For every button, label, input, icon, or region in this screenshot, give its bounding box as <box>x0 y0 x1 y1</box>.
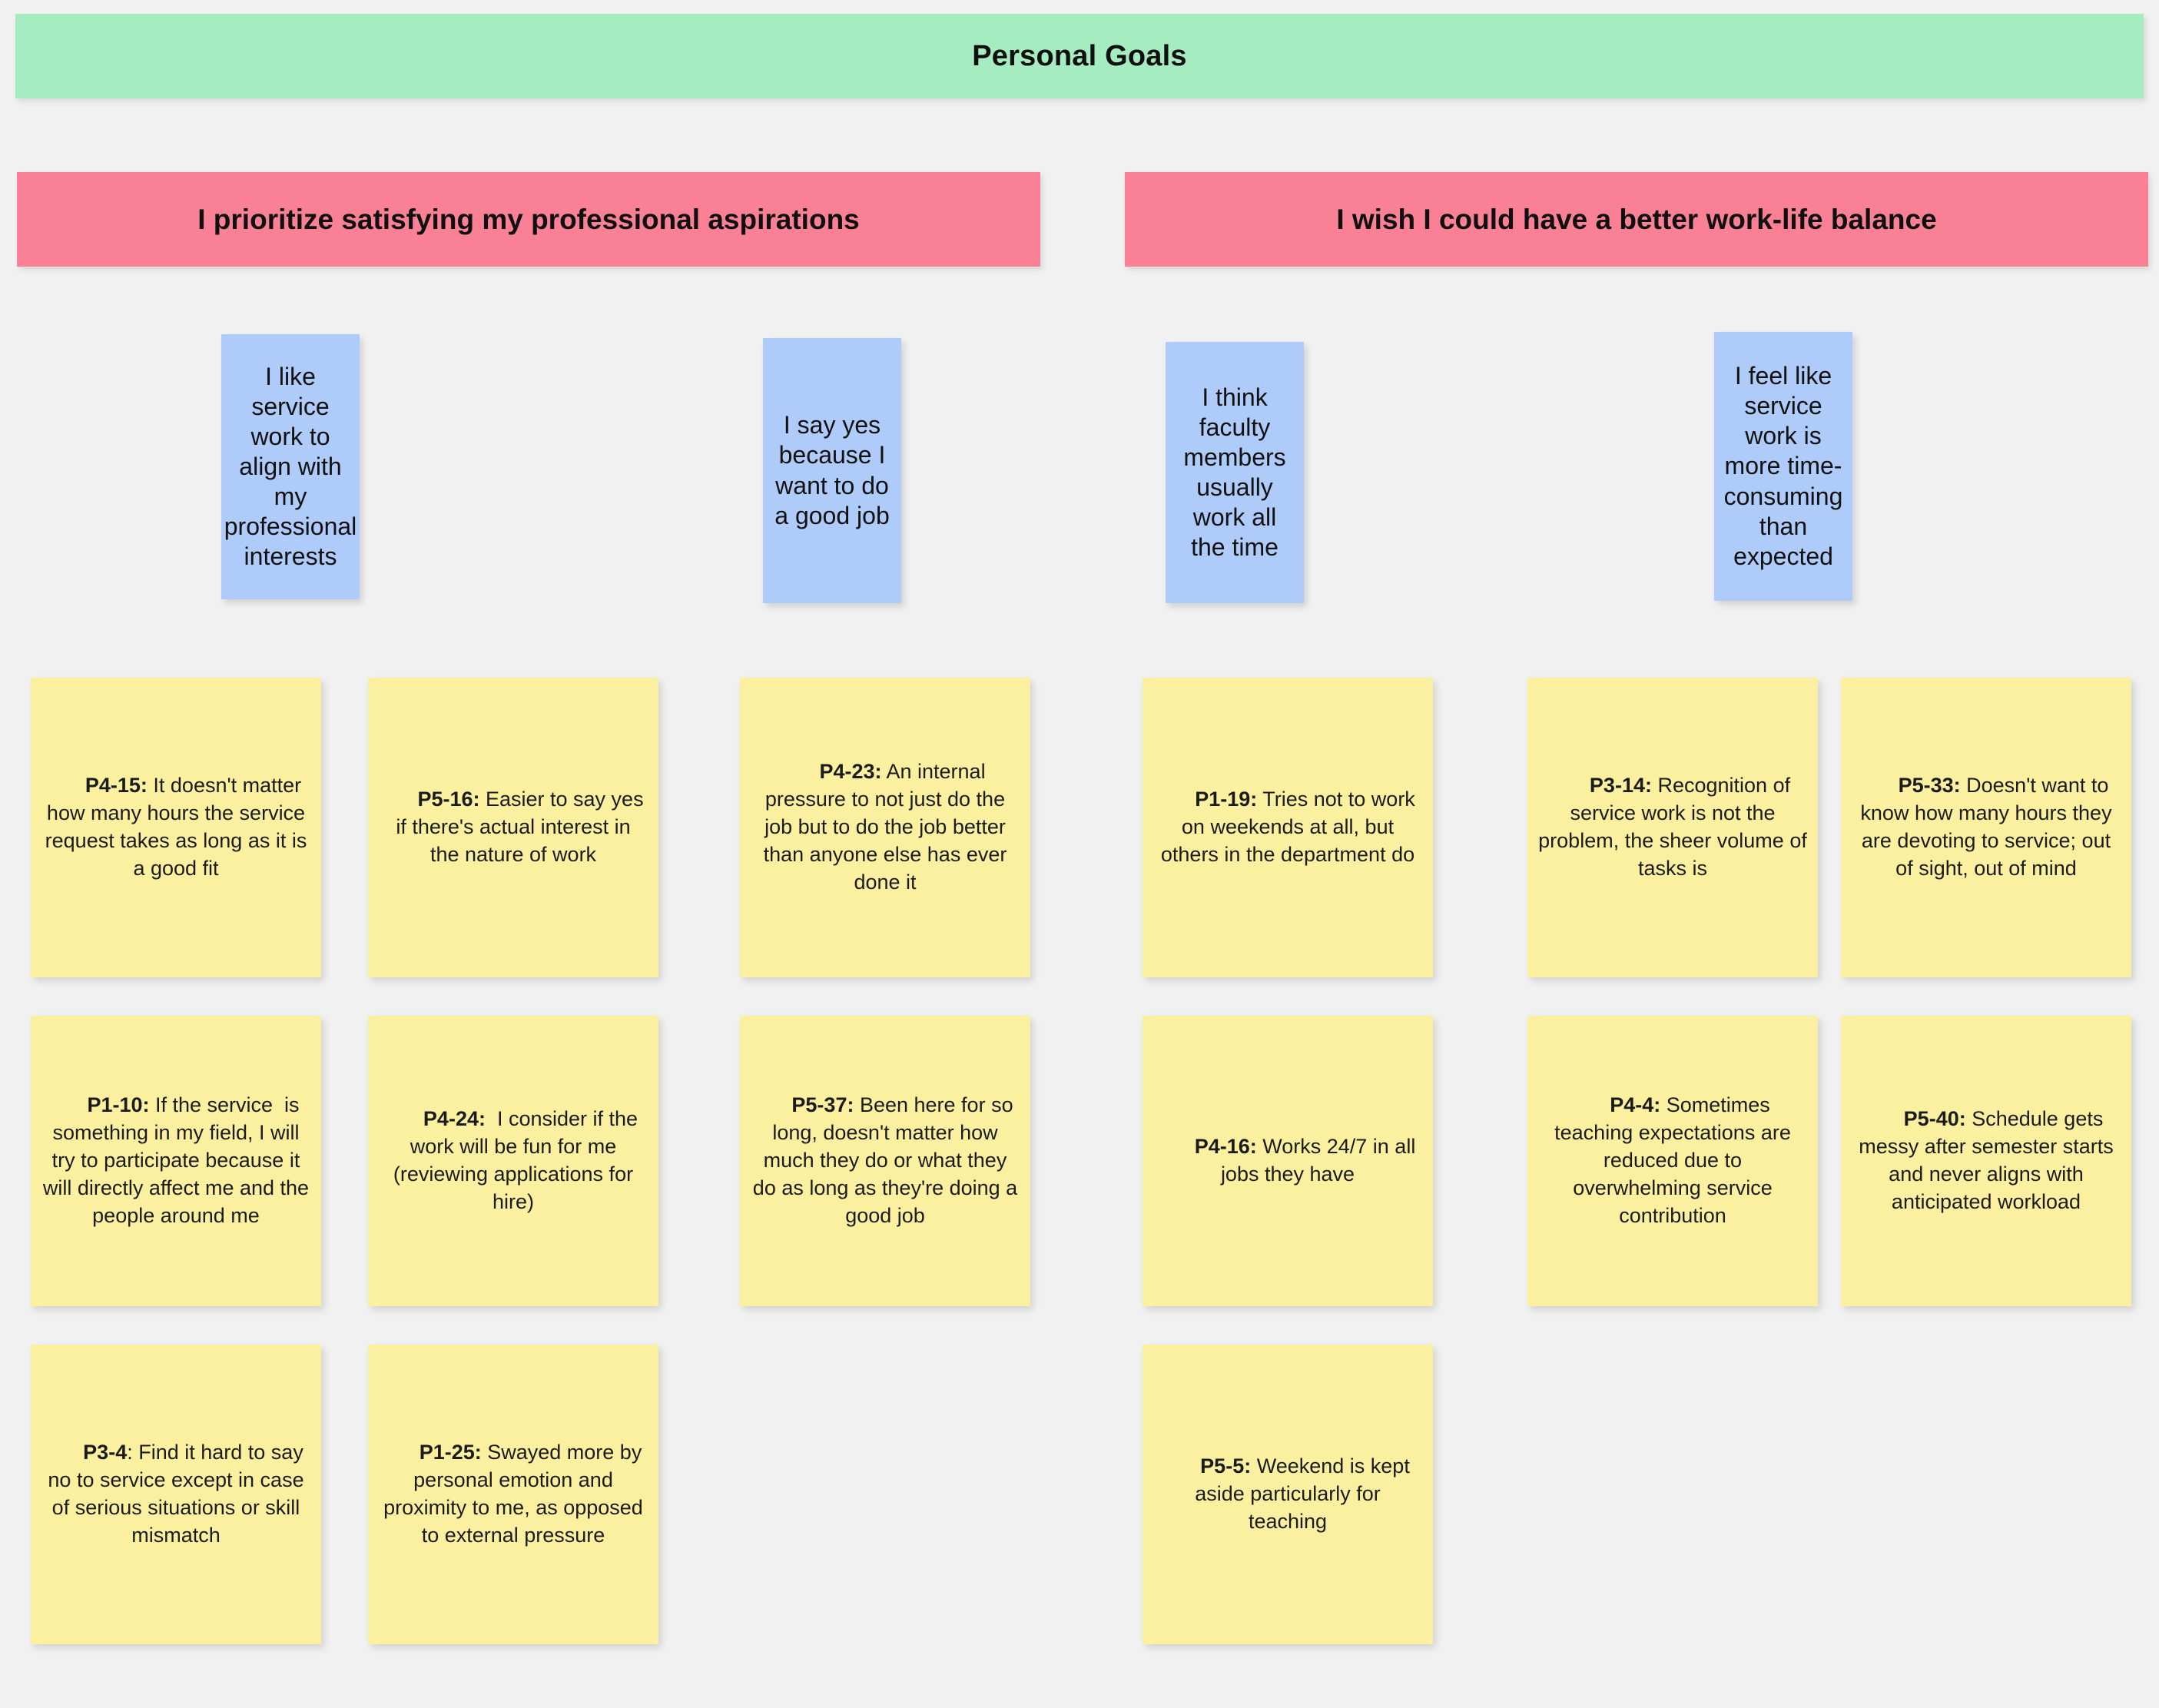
quote-note-text: P3-4: Find it hard to say no to service … <box>41 1411 310 1577</box>
quote-note[interactable]: P5-5: Weekend is kept aside particularly… <box>1143 1345 1433 1644</box>
quote-body: Schedule gets messy after semester start… <box>1859 1107 2120 1213</box>
subtheme-note-want-to-do-good-job[interactable]: I say yes because I want to do a good jo… <box>763 338 901 603</box>
quote-body: It doesn't matter how many hours the ser… <box>45 774 313 880</box>
quote-note[interactable]: P5-16: Easier to say yes if there's actu… <box>368 678 658 977</box>
quote-note-text: P1-19: Tries not to work on weekends at … <box>1153 758 1422 897</box>
quote-note-text: P4-16: Works 24/7 in all jobs they have <box>1153 1106 1422 1216</box>
participant-id: P5-5: <box>1200 1454 1252 1478</box>
participant-id: P5-40: <box>1903 1107 1966 1131</box>
quote-body: Been here for so long, doesn't matter ho… <box>752 1093 1023 1227</box>
quote-note[interactable]: P4-15: It doesn't matter how many hours … <box>31 678 321 977</box>
quote-note[interactable]: P1-10: If the service is something in my… <box>31 1016 321 1306</box>
quote-note[interactable]: P4-4: Sometimes teaching expectations ar… <box>1527 1016 1818 1306</box>
quote-note[interactable]: P3-4: Find it hard to say no to service … <box>31 1345 321 1644</box>
quote-body: If the service is something in my field,… <box>42 1093 315 1227</box>
quote-note[interactable]: P5-33: Doesn't want to know how many hou… <box>1841 678 2131 977</box>
quote-note-text: P5-37: Been here for so long, doesn't ma… <box>751 1064 1020 1257</box>
participant-id: P4-23: <box>819 760 882 784</box>
subtheme-note-text: I think faculty members usually work all… <box>1183 383 1286 562</box>
category-banner-professional-aspirations: I prioritize satisfying my professional … <box>17 172 1040 267</box>
quote-body: I consider if the work will be fun for m… <box>393 1107 644 1213</box>
participant-id: P5-37: <box>791 1093 854 1117</box>
category-banner-work-life-balance: I wish I could have a better work-life b… <box>1125 172 2148 267</box>
participant-id: P1-19: <box>1195 788 1258 811</box>
participant-id: P1-10: <box>87 1093 150 1117</box>
subtheme-note-text: I like service work to align with my pro… <box>224 362 357 571</box>
quote-note-text: P5-5: Weekend is kept aside particularly… <box>1153 1425 1422 1564</box>
quote-note-text: P1-10: If the service is something in my… <box>41 1064 310 1257</box>
participant-id: P5-33: <box>1898 774 1961 798</box>
quote-note-text: P5-16: Easier to say yes if there's actu… <box>379 758 648 897</box>
participant-id: P3-4 <box>83 1441 128 1464</box>
quote-body: Easier to say yes if there's actual inte… <box>396 788 650 866</box>
quote-body: Doesn't want to know how many hours they… <box>1860 774 2118 880</box>
quote-note-text: P3-14: Recognition of service work is no… <box>1538 745 1807 910</box>
participant-id: P3-14: <box>1589 774 1652 798</box>
quote-body: Swayed more by personal emotion and prox… <box>383 1441 649 1547</box>
quote-note[interactable]: P1-19: Tries not to work on weekends at … <box>1143 678 1433 977</box>
quote-body: An internal pressure to not just do the … <box>763 760 1013 894</box>
quote-body: Recognition of service work is not the p… <box>1538 774 1813 880</box>
subtheme-note-text: I say yes because I want to do a good jo… <box>774 411 890 529</box>
participant-id: P4-15: <box>85 774 148 798</box>
participant-id: P1-25: <box>419 1441 482 1464</box>
quote-body: : Find it hard to say no to service exce… <box>48 1441 310 1547</box>
subtheme-note-faculty-work-all-the-time[interactable]: I think faculty members usually work all… <box>1166 342 1304 603</box>
quote-note-text: P4-4: Sometimes teaching expectations ar… <box>1538 1064 1807 1257</box>
quote-body: Weekend is kept aside particularly for t… <box>1195 1454 1416 1533</box>
subtheme-note-align-professional-interests[interactable]: I like service work to align with my pro… <box>221 334 360 599</box>
quote-note-text: P4-15: It doesn't matter how many hours … <box>41 745 310 910</box>
quote-note-text: P4-24: I consider if the work will be fu… <box>379 1078 648 1243</box>
quote-note[interactable]: P5-37: Been here for so long, doesn't ma… <box>740 1016 1030 1306</box>
board-title-banner: Personal Goals <box>15 14 2144 98</box>
quote-note[interactable]: P3-14: Recognition of service work is no… <box>1527 678 1818 977</box>
category-label: I prioritize satisfying my professional … <box>197 203 860 235</box>
quote-note-text: P1-25: Swayed more by personal emotion a… <box>379 1411 648 1577</box>
subtheme-note-text: I feel like service work is more time-co… <box>1723 362 1843 570</box>
quote-body: Sometimes teaching expectations are redu… <box>1554 1093 1797 1227</box>
participant-id: P4-16: <box>1194 1135 1257 1159</box>
quote-note[interactable]: P1-25: Swayed more by personal emotion a… <box>368 1345 658 1644</box>
quote-note[interactable]: P4-24: I consider if the work will be fu… <box>368 1016 658 1306</box>
category-label: I wish I could have a better work-life b… <box>1336 203 1937 235</box>
quote-body: Works 24/7 in all jobs they have <box>1220 1135 1421 1186</box>
quote-note[interactable]: P4-23: An internal pressure to not just … <box>740 678 1030 977</box>
quote-body: Tries not to work on weekends at all, bu… <box>1160 788 1421 866</box>
subtheme-note-service-more-time-consuming[interactable]: I feel like service work is more time-co… <box>1714 332 1852 601</box>
quote-note-text: P4-23: An internal pressure to not just … <box>751 731 1020 924</box>
quote-note-text: P5-33: Doesn't want to know how many hou… <box>1852 745 2121 910</box>
quote-note-text: P5-40: Schedule gets messy after semeste… <box>1852 1078 2121 1243</box>
participant-id: P4-24: <box>423 1107 486 1131</box>
quote-note[interactable]: P5-40: Schedule gets messy after semeste… <box>1841 1016 2131 1306</box>
participant-id: P5-16: <box>417 788 480 811</box>
board-title-label: Personal Goals <box>972 39 1187 72</box>
participant-id: P4-4: <box>1610 1093 1661 1117</box>
quote-note[interactable]: P4-16: Works 24/7 in all jobs they have <box>1143 1016 1433 1306</box>
